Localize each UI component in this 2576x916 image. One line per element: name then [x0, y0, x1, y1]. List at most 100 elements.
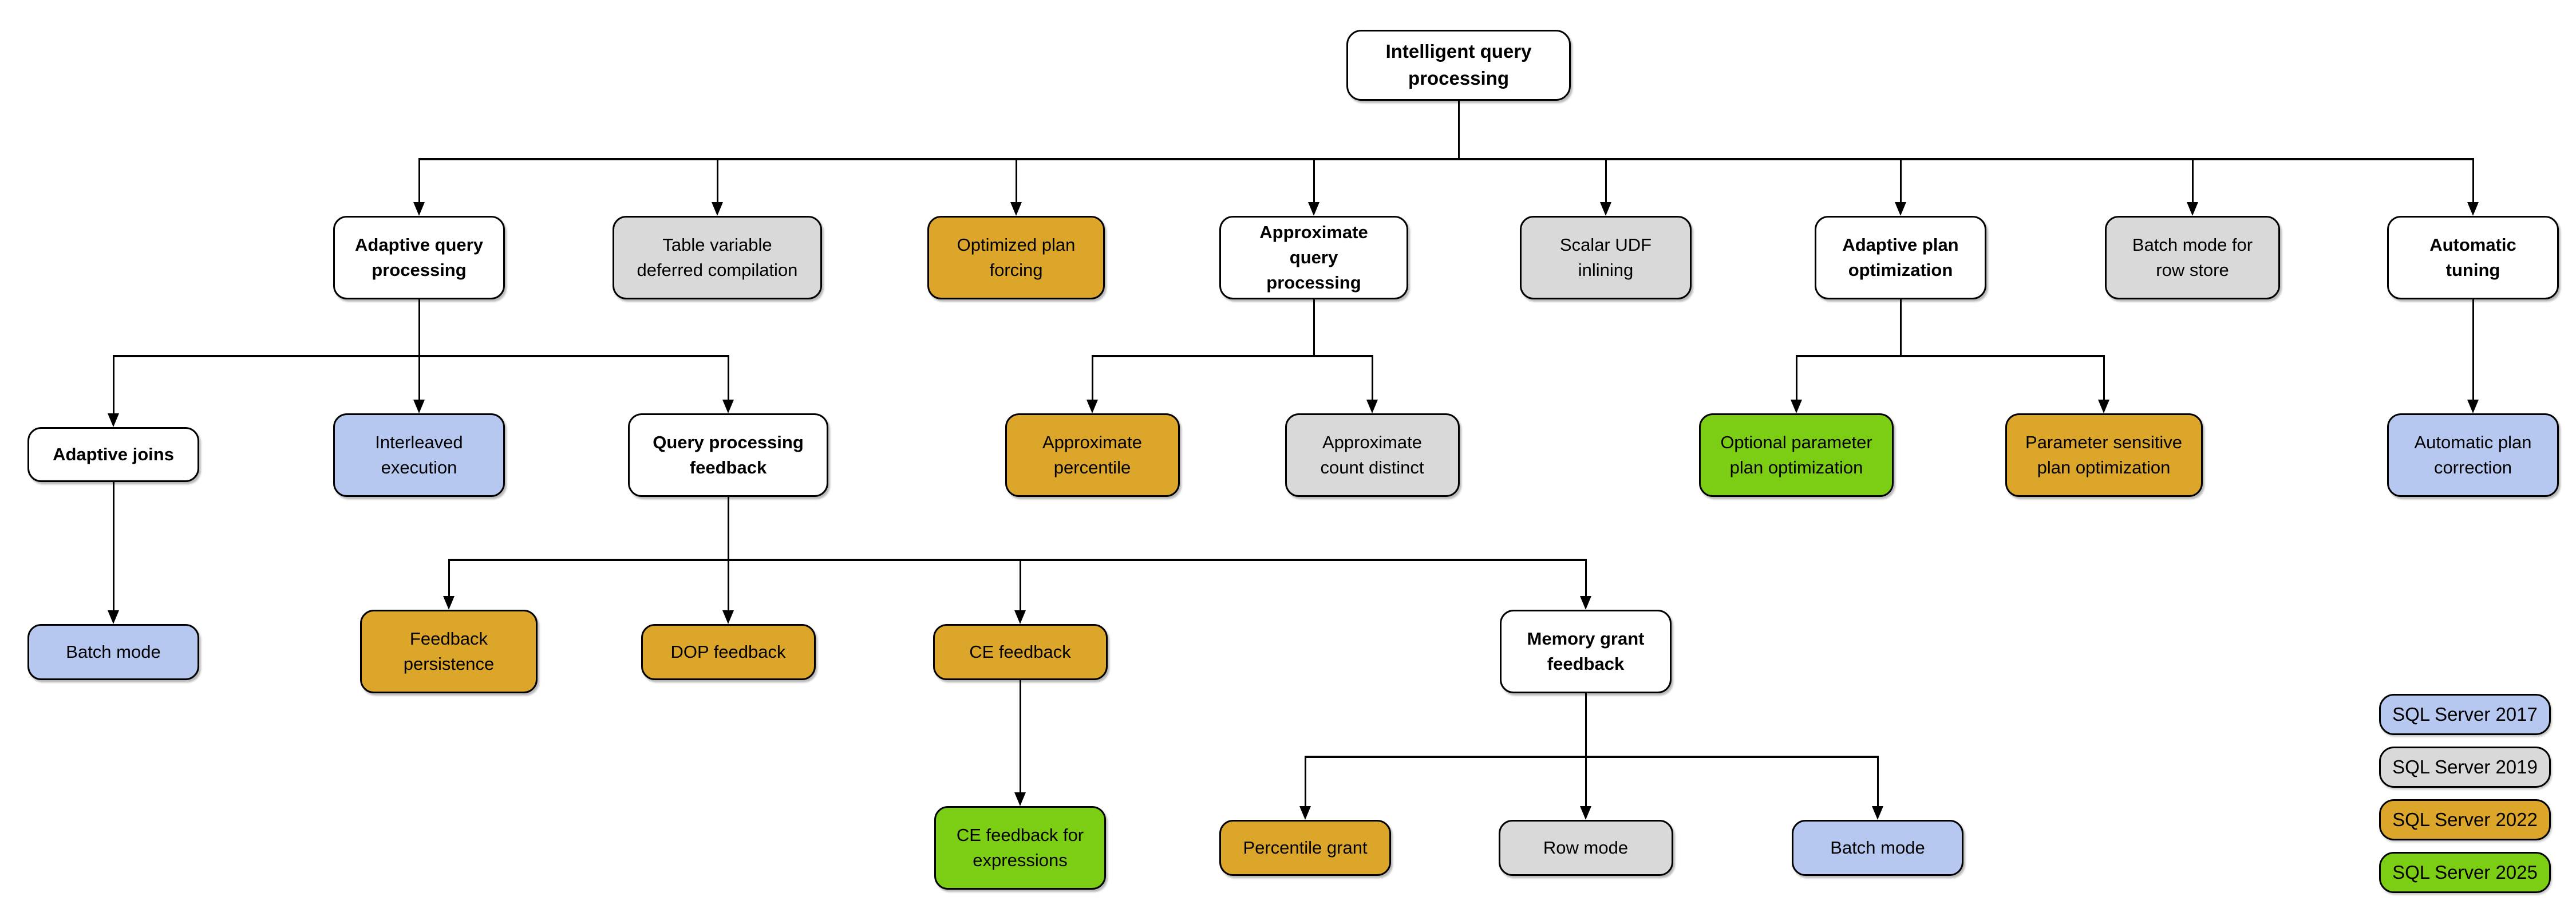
node-optimized-plan-forcing: Optimized plan forcing — [927, 216, 1105, 299]
connector-line — [112, 482, 114, 610]
node-label: Approximate query processing — [1259, 222, 1368, 293]
node-interleaved-execution: Interleaved execution — [333, 413, 505, 497]
connector-line — [2472, 159, 2474, 202]
arrowhead-icon — [722, 610, 734, 624]
arrowhead-icon — [1580, 806, 1591, 820]
node-label: Batch mode for row store — [2132, 234, 2253, 280]
connector-bus-line — [1795, 355, 2105, 357]
node-label: Intelligent query processing — [1385, 41, 1532, 89]
node-ce-feedback-for-expressions: CE feedback for expressions — [934, 806, 1106, 890]
connector-line — [1585, 693, 1587, 757]
connector-line — [727, 560, 729, 610]
arrowhead-icon — [1895, 202, 1906, 216]
connector-line — [1899, 299, 1902, 356]
connector-line — [2191, 159, 2194, 202]
legend-label: SQL Server 2022 — [2392, 809, 2538, 830]
node-parameter-sensitive-plan-optimization: Parameter sensitive plan optimization — [2005, 413, 2203, 497]
connector-line — [1457, 101, 1460, 159]
node-scalar-udf-inlining: Scalar UDF inlining — [1520, 216, 1692, 299]
node-label: Optional parameter plan optimization — [1720, 432, 1872, 477]
node-label: CE feedback — [969, 641, 1071, 662]
connector-line — [112, 356, 114, 413]
node-feedback-persistence: Feedback persistence — [360, 610, 538, 693]
connector-bus-line — [1091, 355, 1373, 357]
node-automatic-tuning: Automatic tuning — [2387, 216, 2559, 299]
arrowhead-icon — [1580, 596, 1591, 610]
connector-line — [1015, 159, 1017, 202]
connector-line — [1585, 560, 1587, 596]
node-root: Intelligent query processing — [1346, 30, 1571, 101]
node-adaptive-plan-optimization: Adaptive plan optimization — [1815, 216, 1986, 299]
node-label: Parameter sensitive plan optimization — [2025, 432, 2182, 477]
connector-line — [1313, 159, 1315, 202]
legend-label: SQL Server 2017 — [2392, 704, 2538, 725]
connector-line — [1313, 299, 1315, 356]
node-label: Automatic plan correction — [2414, 432, 2532, 477]
arrowhead-icon — [1010, 202, 1022, 216]
node-ce-feedback: CE feedback — [933, 624, 1108, 680]
connector-line — [2472, 299, 2474, 400]
arrowhead-icon — [722, 400, 734, 413]
arrowhead-icon — [1086, 400, 1098, 413]
node-label: Scalar UDF inlining — [1559, 234, 1652, 280]
legend-item-sql2017: SQL Server 2017 — [2379, 694, 2551, 735]
node-row-mode: Row mode — [1498, 820, 1673, 876]
node-query-processing-feedback: Query processing feedback — [628, 413, 828, 497]
node-adaptive-query-processing: Adaptive query processing — [333, 216, 505, 299]
connector-line — [1019, 560, 1021, 610]
node-label: Interleaved execution — [375, 432, 463, 477]
node-label: DOP feedback — [670, 641, 786, 662]
node-memory-grant-feedback: Memory grant feedback — [1500, 610, 1672, 693]
arrowhead-icon — [1791, 400, 1802, 413]
node-adaptive-joins: Adaptive joins — [27, 427, 199, 482]
connector-line — [418, 159, 420, 202]
node-label: CE feedback for expressions — [956, 824, 1084, 870]
connector-line — [727, 356, 729, 400]
node-label: Optimized plan forcing — [957, 234, 1076, 280]
legend-item-sql2022: SQL Server 2022 — [2379, 799, 2551, 840]
node-automatic-plan-correction: Automatic plan correction — [2387, 413, 2559, 497]
arrowhead-icon — [1014, 610, 1026, 624]
arrowhead-icon — [413, 400, 425, 413]
node-batch-mode-for-row-store: Batch mode for row store — [2105, 216, 2280, 299]
node-label: Approximate count distinct — [1320, 432, 1424, 477]
node-label: Approximate percentile — [1042, 432, 1143, 477]
arrowhead-icon — [2467, 400, 2479, 413]
connector-bus-line — [112, 355, 729, 357]
node-label: Feedback persistence — [403, 628, 495, 674]
node-table-variable-deferred-compilation: Table variable deferred compilation — [613, 216, 822, 299]
connector-line — [1876, 757, 1879, 806]
node-percentile-grant: Percentile grant — [1219, 820, 1391, 876]
node-label: Table variable deferred compilation — [637, 234, 798, 280]
arrowhead-icon — [1308, 202, 1319, 216]
legend-item-sql2025: SQL Server 2025 — [2379, 852, 2551, 893]
node-label: Percentile grant — [1243, 837, 1368, 858]
arrowhead-icon — [1366, 400, 1378, 413]
node-label: Row mode — [1543, 837, 1629, 858]
arrowhead-icon — [712, 202, 723, 216]
node-approximate-count-distinct: Approximate count distinct — [1285, 413, 1460, 497]
connector-line — [716, 159, 718, 202]
connector-line — [1371, 356, 1373, 400]
node-optional-parameter-plan-optimization: Optional parameter plan optimization — [1699, 413, 1894, 497]
node-approximate-percentile: Approximate percentile — [1005, 413, 1180, 497]
connector-line — [448, 560, 450, 596]
arrowhead-icon — [1600, 202, 1611, 216]
connector-bus-line — [448, 559, 1587, 561]
node-label: Batch mode — [66, 641, 161, 662]
node-label: Automatic tuning — [2429, 234, 2516, 280]
connector-line — [1795, 356, 1797, 400]
node-approximate-query-processing: Approximate query processing — [1219, 216, 1408, 299]
connector-bus-line — [418, 158, 2474, 160]
node-label: Adaptive joins — [53, 444, 174, 464]
arrowhead-icon — [443, 596, 455, 610]
connector-line — [418, 356, 420, 400]
arrowhead-icon — [1014, 792, 1026, 806]
connector-line — [1304, 757, 1306, 806]
node-label: Adaptive query processing — [355, 234, 483, 280]
node-batch-mode-adaptive-joins: Batch mode — [27, 624, 199, 680]
node-label: Batch mode — [1830, 837, 1925, 858]
node-dop-feedback: DOP feedback — [641, 624, 816, 680]
arrowhead-icon — [413, 202, 425, 216]
